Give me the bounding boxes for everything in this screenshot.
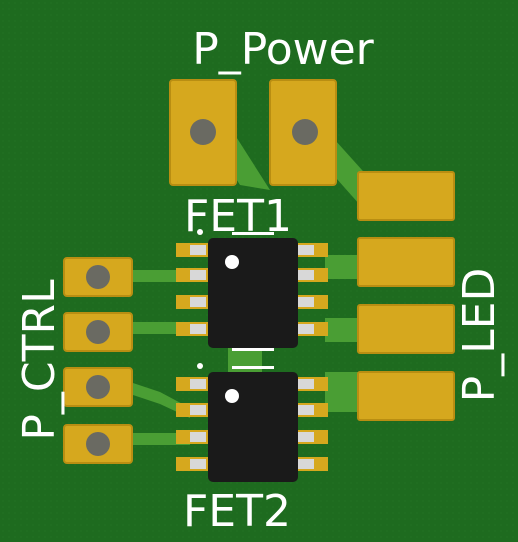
power-label: P_Power	[192, 24, 374, 75]
copper-traces	[130, 130, 380, 445]
fet1-label: FET1	[184, 191, 292, 242]
led-pad-3	[357, 304, 455, 354]
drill-hole	[86, 265, 110, 289]
drill-hole	[292, 119, 318, 145]
silk-dot	[197, 229, 203, 235]
led-connector	[357, 171, 455, 421]
fet1-footprint	[176, 229, 328, 351]
fet2-chip	[208, 372, 298, 482]
silk-dot	[197, 363, 203, 369]
fet2-label: FET2	[183, 486, 291, 537]
drill-hole	[86, 375, 110, 399]
power-connector	[169, 79, 337, 186]
led-pad-2	[357, 237, 455, 287]
led-pad-1	[357, 171, 455, 221]
fet1-chip	[208, 238, 298, 348]
drill-hole	[86, 320, 110, 344]
pin1-marker	[225, 389, 239, 403]
drill-hole	[190, 119, 216, 145]
ctrl-connector	[63, 257, 133, 464]
led-pad-4	[357, 371, 455, 421]
fet2-footprint	[176, 363, 328, 482]
ctrl-label: P_CTRL	[14, 279, 65, 441]
led-label: P_LED	[454, 268, 505, 403]
pin1-marker	[225, 255, 239, 269]
drill-hole	[86, 432, 110, 456]
